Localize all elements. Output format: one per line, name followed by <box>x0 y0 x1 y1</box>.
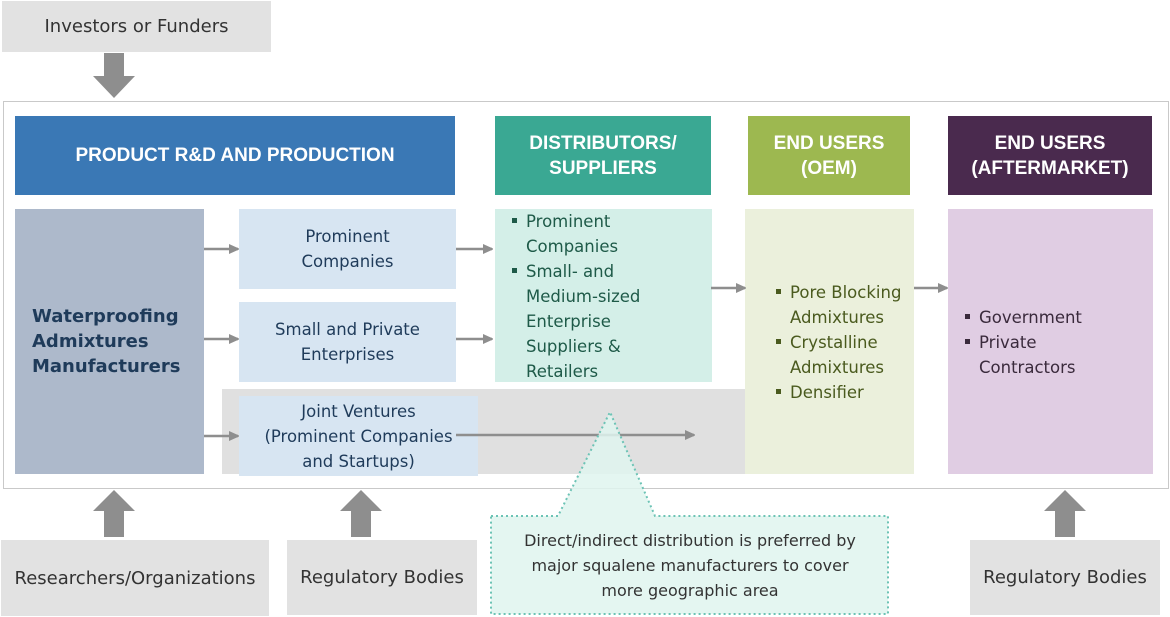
investors-box: Investors or Funders <box>2 1 271 52</box>
regulatory-bodies-left-box: Regulatory Bodies <box>287 540 477 615</box>
header-end-users-aftermarket: END USERS (AFTERMARKET) <box>948 116 1152 195</box>
header-distributors-line2: SUPPLIERS <box>549 157 657 179</box>
callout-line2: major squalene manufacturers to cover <box>531 556 849 575</box>
regulatory-left-label: Regulatory Bodies <box>300 567 464 588</box>
producer-prominent-companies: Prominent Companies <box>239 209 456 289</box>
investors-down-arrow-icon <box>93 53 135 98</box>
manufacturers-box: Waterproofing Admixtures Manufacturers <box>15 209 204 474</box>
regulatory-bodies-right-box: Regulatory Bodies <box>970 540 1160 615</box>
header-product-rd: PRODUCT R&D AND PRODUCTION <box>15 116 455 195</box>
header-distributors-line1: DISTRIBUTORS/ <box>529 132 677 154</box>
researchers-label: Researchers/Organizations <box>14 567 256 589</box>
header-aftermarket-line2: (AFTERMARKET) <box>971 157 1129 179</box>
researchers-up-arrow-icon <box>93 490 135 537</box>
producer-line: Companies <box>301 252 394 271</box>
producer-line: Small and Private <box>275 320 420 339</box>
producer-small-private: Small and Private Enterprises <box>239 302 456 382</box>
header-product-label: PRODUCT R&D AND PRODUCTION <box>75 145 395 166</box>
producer-line: and Startups) <box>302 451 415 471</box>
producer-line: (Prominent Companies <box>264 426 453 446</box>
callout-line1: Direct/indirect distribution is preferre… <box>524 531 856 550</box>
producer-line: Joint Ventures <box>301 401 416 421</box>
oem-item: Densifier <box>775 380 914 405</box>
manufacturers-line3: Manufacturers <box>32 356 181 377</box>
researchers-box: Researchers/Organizations <box>1 540 269 616</box>
callout-bubble <box>490 409 889 615</box>
regulatory-right-up-arrow-icon <box>1044 490 1086 537</box>
header-distributors: DISTRIBUTORS/ SUPPLIERS <box>495 116 711 195</box>
investors-label: Investors or Funders <box>44 16 229 37</box>
regulatory-right-label: Regulatory Bodies <box>983 567 1147 588</box>
manufacturers-line1: Waterproofing <box>32 306 179 327</box>
manufacturers-line2: Admixtures <box>32 331 149 352</box>
producer-joint-ventures: Joint Ventures (Prominent Companies and … <box>239 396 478 476</box>
callout-text: Direct/indirect distribution is preferre… <box>493 528 887 608</box>
header-oem-line1: END USERS <box>773 132 885 154</box>
header-oem-line2: (OEM) <box>801 157 857 179</box>
producer-line: Prominent <box>305 227 390 246</box>
header-aftermarket-line1: END USERS <box>994 132 1106 154</box>
regulatory-left-up-arrow-icon <box>340 490 382 537</box>
aftermarket-item: Government <box>964 305 1153 330</box>
header-end-users-oem: END USERS (OEM) <box>748 116 910 195</box>
producer-line: Enterprises <box>300 345 395 364</box>
callout-line3: more geographic area <box>601 581 779 600</box>
